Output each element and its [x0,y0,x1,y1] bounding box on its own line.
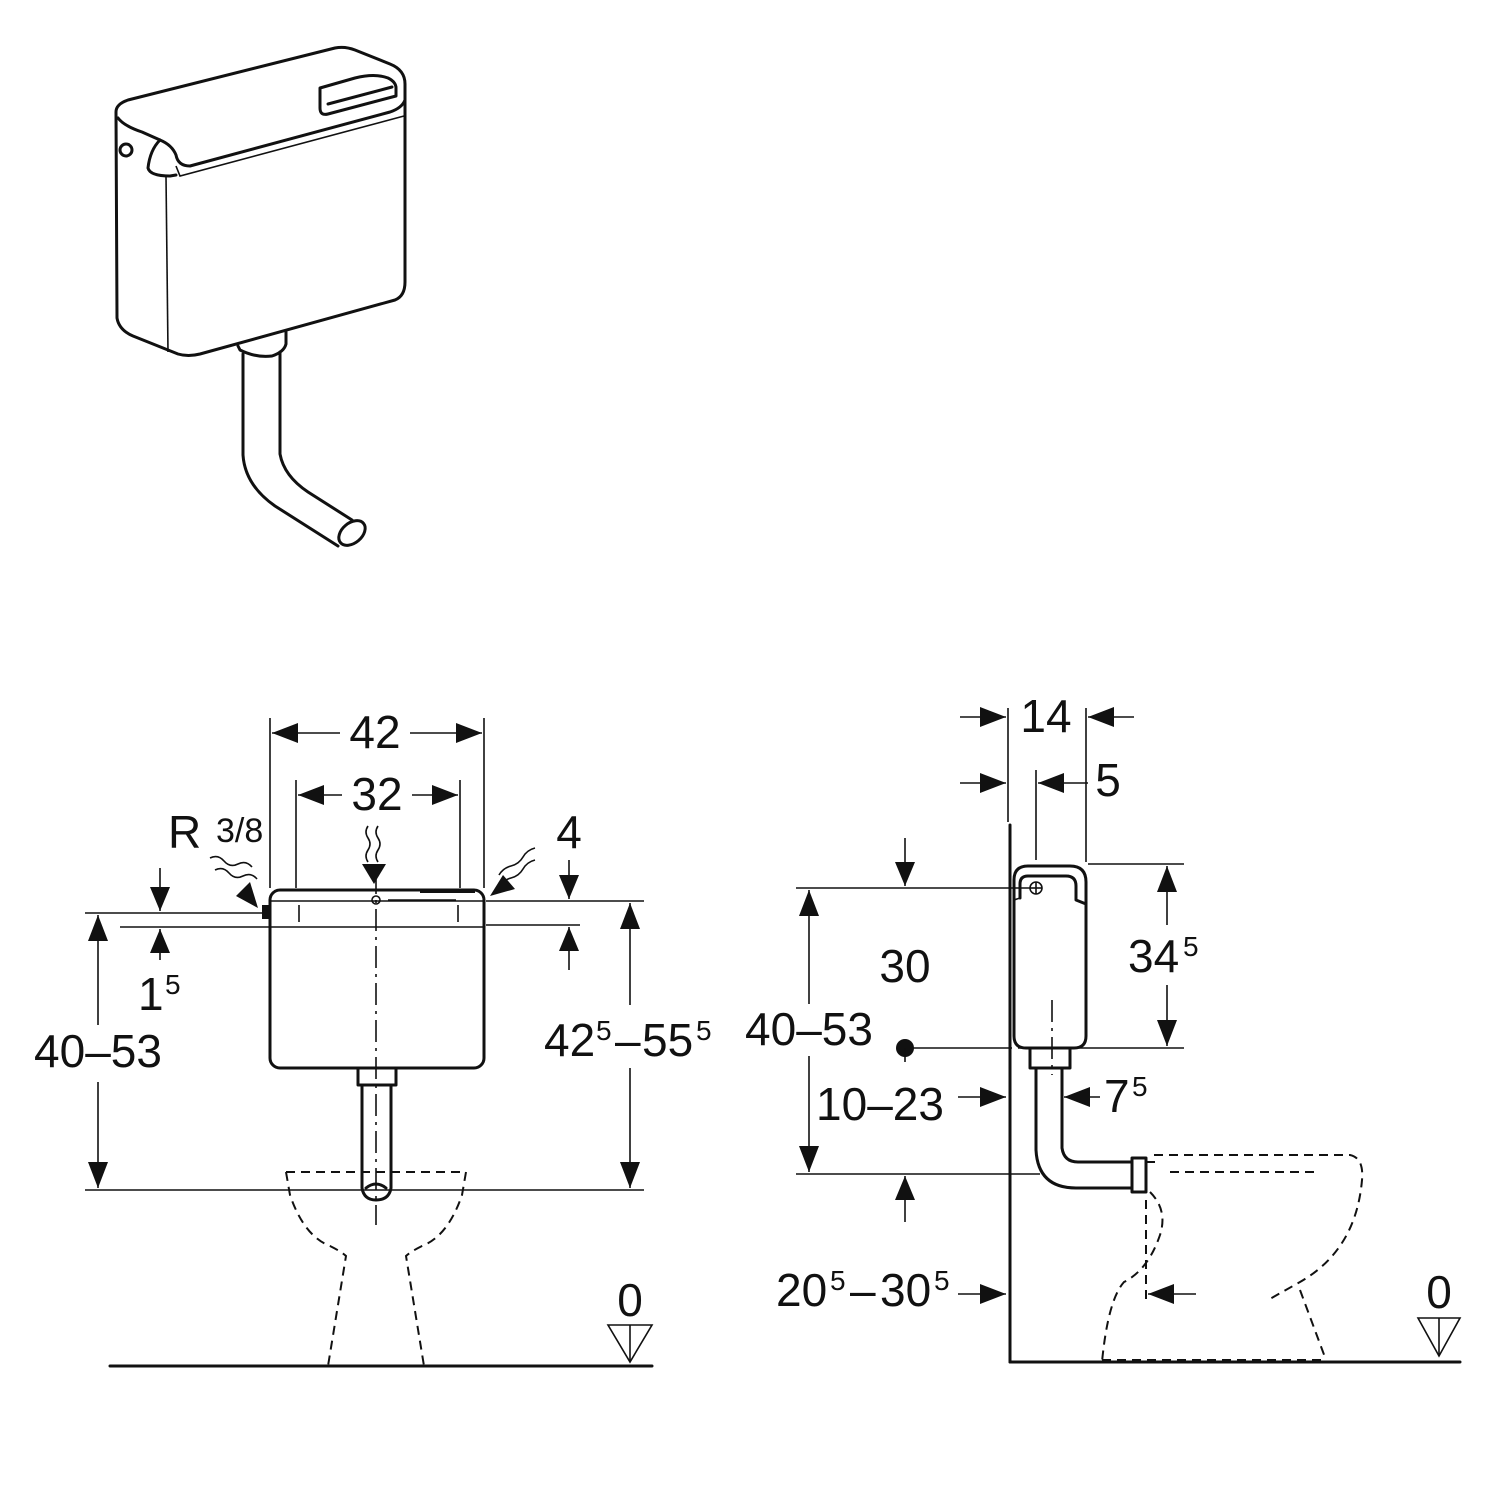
cistern-side-outline [1012,864,1088,1050]
dim-top-offset: 4 [556,806,582,858]
dim-height-right-b-sup: 5 [696,1015,712,1046]
dim-height-right-a-sup: 5 [596,1015,612,1046]
front-view-drawing: 42 32 R 3/8 4 1 5 40–53 42 5 – 55 5 0 [34,706,712,1368]
side-floor-level: 0 [1426,1266,1452,1318]
dim-width-outer: 42 [349,706,400,758]
dim-side-height-range: 40–53 [745,1003,873,1055]
dim-outlet-range: 10–23 [816,1078,944,1130]
dim-depth-inner: 5 [1095,754,1121,806]
dim-bowl-a-sup: 5 [830,1265,846,1296]
dim-bowl-a: 20 [776,1264,827,1316]
dim-height-right-dash: – [615,1014,641,1066]
dim-tank-height-sup: 5 [1183,931,1199,962]
thread-size: 3/8 [216,812,263,850]
cistern-perspective-illustration [114,45,407,548]
dim-bowl-b: 30 [880,1264,931,1316]
side-view-drawing: 14 5 34 5 30 40–53 10–23 7 5 20 5 – 30 5… [745,690,1462,1364]
front-floor-level: 0 [617,1274,643,1326]
dim-height-right-a: 42 [544,1014,595,1066]
dim-bowl-b-sup: 5 [934,1265,950,1296]
cistern-front-outline [268,888,486,1070]
dim-inlet-offset-sup: 5 [165,969,181,1000]
dim-height-right-b: 55 [642,1014,693,1066]
dim-tank-height: 34 [1128,930,1179,982]
dim-width-inner: 32 [351,768,402,820]
dim-center-offset: 30 [879,940,930,992]
dim-bowl-dash: – [850,1264,876,1316]
dim-depth-top: 14 [1020,690,1071,742]
dim-pipe-offset-sup: 5 [1132,1071,1148,1102]
dim-inlet-offset: 1 [138,968,164,1020]
dim-height-left: 40–53 [34,1025,162,1077]
dim-pipe-offset: 7 [1104,1070,1130,1122]
thread-label: R [168,806,201,858]
